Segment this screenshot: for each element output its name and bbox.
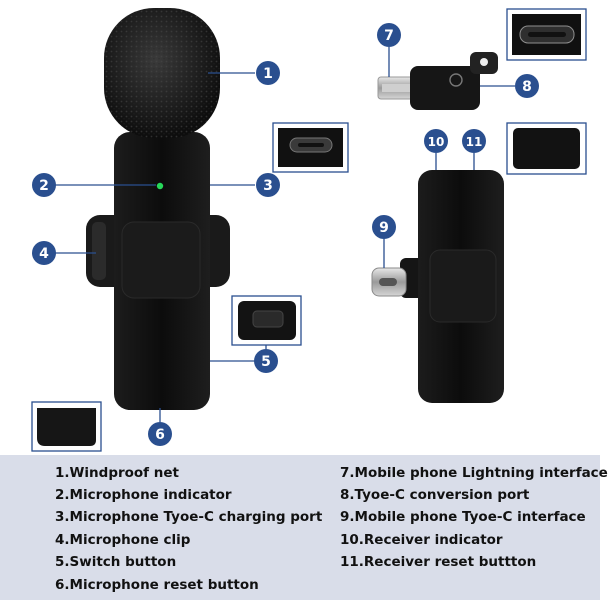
callout-4: 4	[32, 241, 56, 265]
callout-8: 8	[515, 74, 539, 98]
legend-item-11: 11.Receiver reset buttton	[340, 554, 537, 570]
microphone-transmitter	[86, 8, 230, 410]
callout-label: 9	[379, 220, 389, 236]
inset-charging-port	[272, 122, 349, 173]
callout-9: 9	[372, 215, 396, 239]
callout-10: 10	[424, 129, 448, 153]
legend-item-8: 8.Tyoe-C conversion port	[340, 487, 530, 503]
legend-item-3: 3.Microphone Tyoe-C charging port	[55, 509, 323, 525]
callout-11: 11	[462, 129, 486, 153]
switch-button[interactable]	[121, 221, 201, 299]
product-diagram: 1 2 3 4 5 6 7 8 9 10 11	[31, 8, 587, 452]
lightning-adapter	[377, 52, 498, 110]
callout-label: 1	[263, 66, 273, 82]
callout-label: 7	[384, 28, 394, 44]
callout-label: 4	[39, 246, 49, 262]
legend-item-1: 1.Windproof net	[55, 465, 179, 481]
callout-label: 8	[522, 79, 532, 95]
leader-lines	[54, 47, 515, 422]
microphone-indicator-led	[156, 182, 164, 190]
callout-label: 5	[261, 354, 271, 370]
legend-item-4: 4.Microphone clip	[55, 532, 191, 548]
inset-switch-button	[231, 295, 302, 346]
legend-item-7: 7.Mobile phone Lightning interface	[340, 465, 608, 481]
legend-item-5: 5.Switch button	[55, 554, 177, 570]
callout-5: 5	[254, 349, 278, 373]
receiver	[371, 170, 504, 403]
callout-3: 3	[256, 173, 280, 197]
inset-reset-button	[31, 401, 102, 452]
callout-2: 2	[32, 173, 56, 197]
legend-item-9: 9.Mobile phone Tyoe-C interface	[340, 509, 586, 525]
callout-label: 6	[155, 427, 165, 443]
callout-label: 11	[466, 135, 483, 149]
callout-label: 2	[39, 178, 49, 194]
callout-1: 1	[256, 61, 280, 85]
receiver-button-pad[interactable]	[429, 249, 497, 323]
legend-item-10: 10.Receiver indicator	[340, 532, 503, 548]
legend-panel: 1.Windproof net 2.Microphone indicator 3…	[0, 455, 608, 600]
callout-label: 3	[263, 178, 273, 194]
callout-label: 10	[428, 135, 445, 149]
inset-receiver-reset	[506, 122, 587, 175]
callout-7: 7	[377, 23, 401, 47]
legend-item-2: 2.Microphone indicator	[55, 487, 232, 503]
legend-item-6: 6.Microphone reset button	[55, 577, 259, 593]
inset-conversion-port	[506, 8, 587, 61]
callout-6: 6	[148, 422, 172, 446]
